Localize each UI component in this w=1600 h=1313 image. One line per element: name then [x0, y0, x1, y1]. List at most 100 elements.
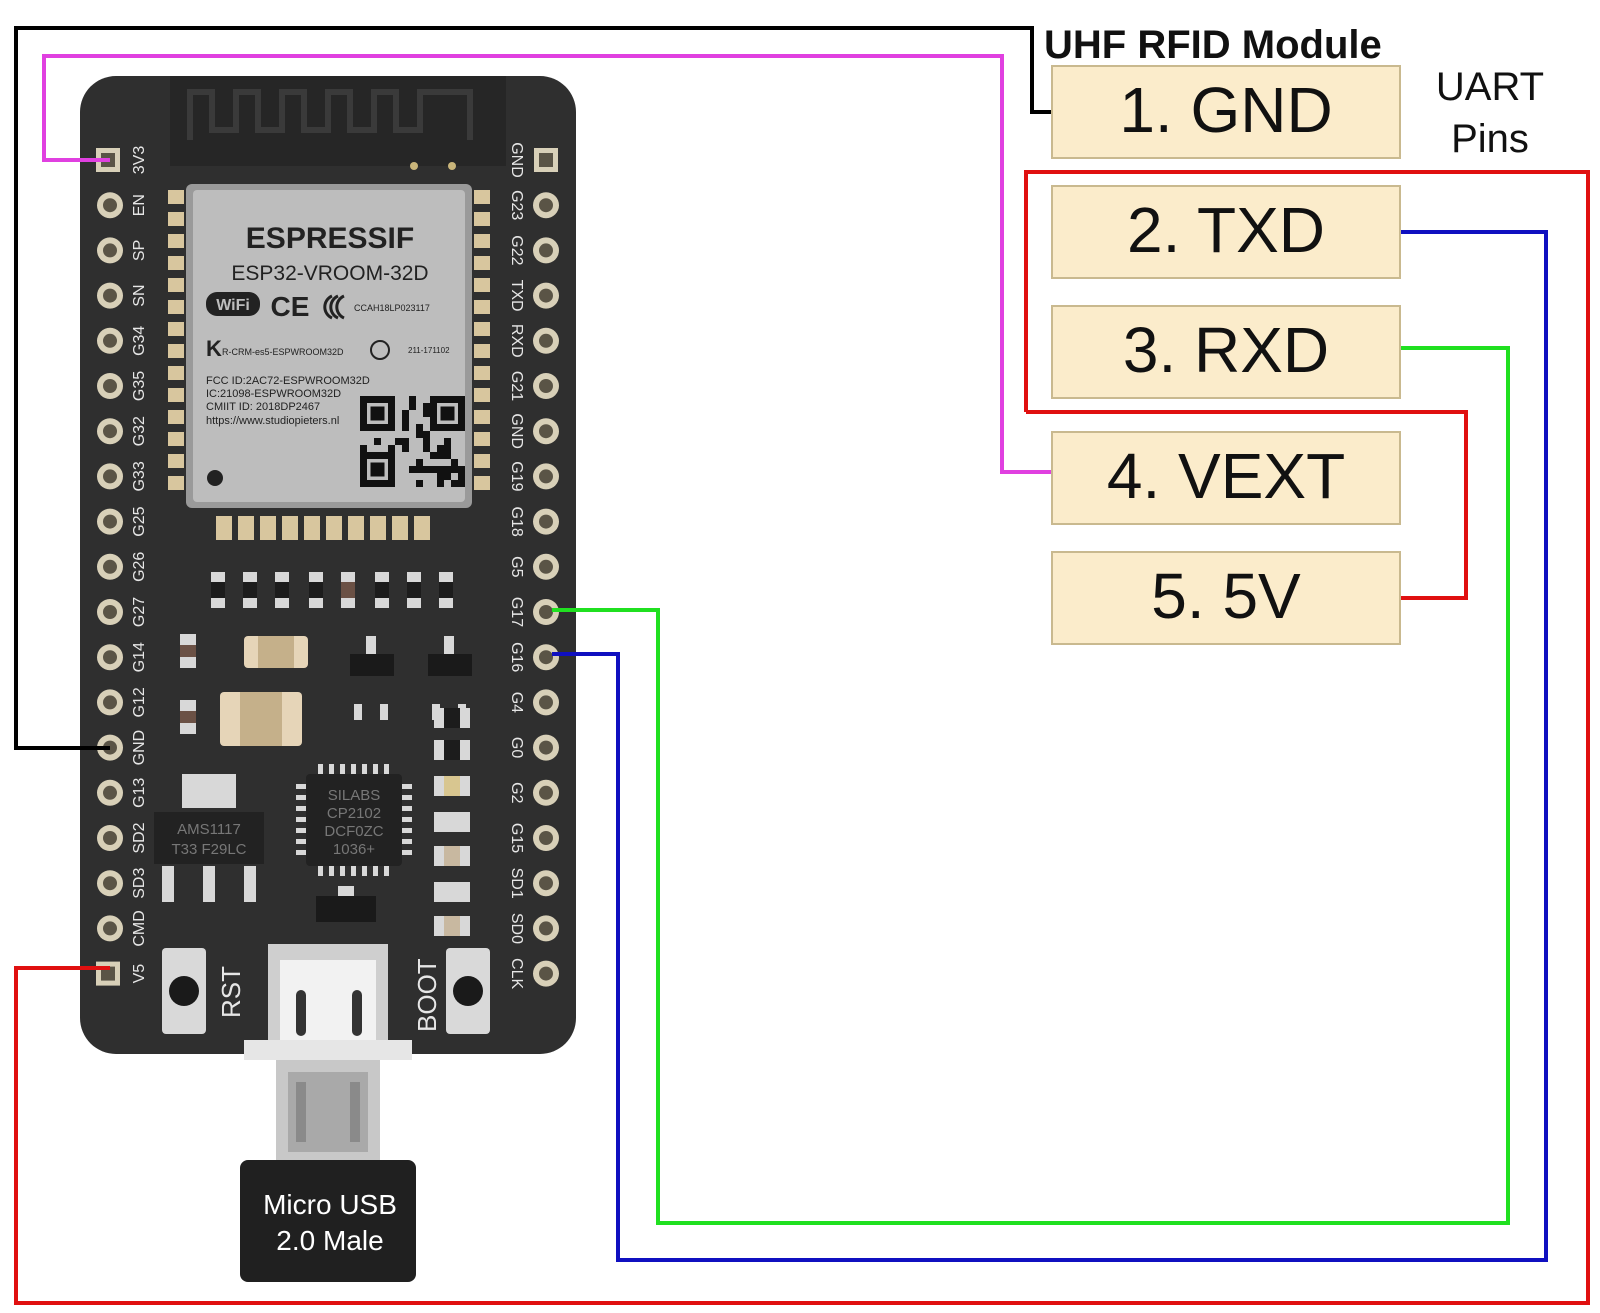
usb-chip-line-2: CP2102: [327, 805, 381, 822]
bottom-pad: [326, 516, 342, 540]
pin1-marker: [207, 470, 223, 486]
castellation-pad: [474, 300, 490, 314]
chip-pin: [351, 764, 356, 774]
right-pin-label: RXD: [508, 324, 525, 358]
castellation-pad: [168, 234, 184, 248]
pin-sn: SN: [97, 282, 148, 309]
right-pin-label: G15: [508, 823, 525, 853]
pin-g12: G12: [97, 687, 148, 718]
pin-rxd: RXD: [508, 324, 559, 358]
right-pin-label: TXD: [508, 280, 525, 312]
module-pin-label: 2. TXD: [1127, 194, 1325, 266]
left-pin-label: SD2: [131, 822, 148, 853]
pin-sp: SP: [97, 237, 148, 264]
left-pin-label: CMD: [131, 910, 148, 946]
pin-g0: G0: [508, 734, 559, 761]
usb-uart-chip-pins: [296, 764, 412, 876]
boot-button[interactable]: [446, 948, 490, 1034]
right-pin-label: G16: [508, 642, 525, 672]
chip-pin: [351, 866, 356, 876]
right-pin-label: G22: [508, 235, 525, 265]
regulator-leg: [162, 866, 174, 902]
regulator: [154, 812, 264, 864]
left-pin-label: EN: [131, 194, 148, 216]
smd-components: [211, 572, 453, 608]
chip-pin: [329, 866, 334, 876]
wifi-logo-icon: WiFi: [216, 297, 250, 314]
wifi-logo-badge: [206, 292, 260, 316]
pin-g19: G19: [508, 461, 559, 492]
castellation-pad: [474, 190, 490, 204]
regulator-leg: [244, 866, 256, 902]
smd-part-body: [275, 582, 289, 598]
chip-pin: [373, 764, 378, 774]
chip-pin: [402, 850, 412, 855]
usb-plug-label-line-1: Micro USB: [263, 1189, 397, 1220]
pin-g4: G4: [508, 689, 559, 716]
wire-gnd: [14, 26, 1052, 750]
fcc-id-short: CCAH18LP023117: [354, 303, 430, 313]
left-pin-label: SP: [131, 240, 148, 261]
chip-pin: [402, 839, 412, 844]
castellation-pad: [168, 410, 184, 424]
bottom-pad: [282, 516, 298, 540]
fcc-line-1: FCC ID:2AC72-ESPWROOM32D: [206, 375, 370, 387]
castellation-pad: [474, 432, 490, 446]
module-pin-3: 3. RXD: [1051, 305, 1401, 399]
castellation-pad: [474, 410, 490, 424]
esp32-board: ESPRESSIF ESP32-VROOM-32D WiFi CE CCAH18…: [80, 76, 576, 1060]
module-pin-label: 4. VEXT: [1107, 440, 1345, 512]
transistor: [350, 636, 394, 720]
left-pin-label: G12: [131, 687, 148, 717]
left-pin-label: G13: [131, 778, 148, 808]
module-pin-label: 3. RXD: [1123, 314, 1329, 386]
pin-clk: CLK: [508, 958, 559, 989]
right-pin-label: GND: [508, 413, 525, 449]
chip-brand: ESPRESSIF: [246, 222, 414, 255]
fcc-line-3: CMIIT ID: 2018DP2467: [206, 401, 320, 413]
usb-chip-line-1: SILABS: [328, 787, 381, 804]
passive-body: [444, 708, 460, 728]
smd-part-body: [211, 582, 225, 598]
left-pin-label: V5: [131, 964, 148, 984]
passive-body: [444, 740, 460, 760]
cert-circle-icon: [370, 340, 390, 360]
regulator-tab: [182, 774, 236, 808]
bottom-pad: [348, 516, 364, 540]
pin-cmd: CMD: [97, 910, 148, 947]
castellation-pad: [168, 454, 184, 468]
chip-pin: [402, 784, 412, 789]
smd-part-body: [309, 582, 323, 598]
module-castellations: [168, 190, 490, 490]
module-pin-box: [1051, 305, 1401, 399]
diode-lead: [338, 886, 354, 896]
castellation-pad: [168, 300, 184, 314]
pin-g18: G18: [508, 506, 559, 537]
right-pin-label: G19: [508, 461, 525, 491]
module-pin-box: [1051, 431, 1401, 525]
pin-g26: G26: [97, 552, 148, 582]
castellation-pad: [168, 212, 184, 226]
bottom-pad: [370, 516, 386, 540]
regulator-leg: [203, 866, 215, 902]
pin-g14: G14: [97, 642, 148, 672]
left-pin-label: G34: [131, 326, 148, 356]
pin-txd: TXD: [508, 280, 559, 312]
chip-pin: [318, 764, 323, 774]
passive-body: [444, 882, 460, 902]
module-pin-box: [1051, 65, 1401, 159]
bottom-pad: [414, 516, 430, 540]
pin-g32: G32: [97, 416, 148, 446]
left-pin-label: G35: [131, 371, 148, 401]
castellation-pad: [474, 278, 490, 292]
boot-label: BOOT: [412, 958, 442, 1032]
usb-plug-body: [240, 1160, 416, 1282]
right-pin-label: CLK: [508, 958, 525, 989]
rst-button[interactable]: [162, 948, 206, 1034]
right-pin-label: SD1: [508, 868, 525, 899]
chip-pin: [296, 839, 306, 844]
antenna-via: [410, 162, 418, 170]
fcc-line-2: IC:21098-ESPWROOM32D: [206, 388, 341, 400]
left-pin-label: G25: [131, 506, 148, 536]
